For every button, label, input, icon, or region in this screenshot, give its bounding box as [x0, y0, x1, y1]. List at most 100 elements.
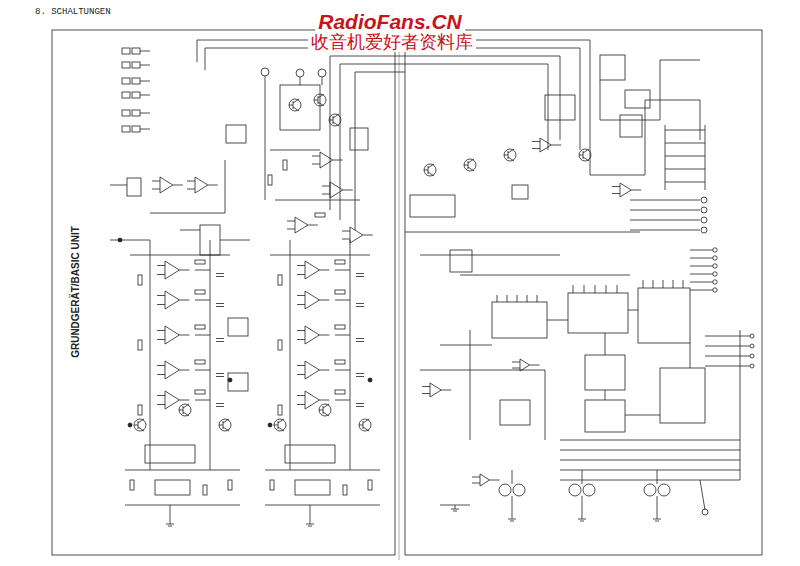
terminal-circle [713, 280, 717, 284]
wire [323, 412, 329, 416]
transistor-symbol [289, 99, 301, 111]
opamp-symbol [330, 182, 343, 198]
terminal-circle [750, 364, 754, 368]
wire [683, 280, 684, 288]
wire [665, 182, 705, 183]
wire [657, 496, 658, 515]
wire [532, 141, 540, 142]
switch-block [228, 318, 248, 336]
wire [464, 165, 468, 166]
wire [700, 480, 705, 510]
wire [140, 95, 150, 96]
transistor-symbol [319, 404, 331, 416]
resistor-symbol [278, 405, 282, 415]
wire [665, 125, 666, 190]
connector-pin [122, 78, 130, 84]
wire [216, 306, 224, 307]
ic-package [410, 195, 455, 217]
wire [265, 76, 266, 200]
opamp-symbol [195, 177, 208, 193]
wire [173, 185, 183, 186]
wire [319, 370, 329, 371]
wire [606, 285, 607, 293]
wire [584, 285, 585, 293]
wire [179, 400, 189, 401]
opamp-symbol [305, 291, 319, 309]
resistor-symbol [335, 290, 345, 294]
wire [451, 509, 459, 510]
wire [342, 239, 350, 240]
wire [125, 470, 240, 471]
wire [297, 304, 305, 305]
wire [578, 519, 586, 520]
ic-package [660, 368, 705, 423]
wire [297, 274, 305, 275]
resistor-symbol [278, 275, 282, 285]
wire [673, 280, 674, 288]
resistor-symbol [138, 405, 142, 415]
wire [333, 160, 343, 161]
transistor-symbol [579, 149, 591, 161]
wire [422, 386, 430, 387]
left-frame [52, 30, 395, 555]
wire [289, 105, 293, 106]
resistor-symbol [195, 290, 205, 294]
wire [322, 186, 330, 187]
wire [653, 519, 661, 520]
opamp-symbol [165, 391, 179, 409]
wire [705, 346, 750, 347]
resistor-symbol [228, 480, 232, 490]
wire [625, 415, 660, 416]
trimmer-block [155, 480, 190, 495]
wire [497, 295, 498, 302]
resistor-symbol [268, 175, 272, 185]
wire [560, 470, 740, 471]
wire [532, 148, 540, 149]
resistor-symbol [368, 480, 372, 490]
ic-package [512, 185, 528, 199]
wire [582, 470, 583, 484]
wire [168, 526, 172, 527]
wire [508, 157, 514, 161]
gate-symbol [499, 484, 511, 496]
ic-package [545, 95, 575, 120]
wire [665, 156, 705, 157]
connector-pin [122, 92, 130, 98]
wire [690, 282, 713, 283]
resistor-symbol [335, 325, 345, 329]
wire [340, 64, 548, 220]
resistor-symbol [343, 485, 347, 495]
transistor-symbol [424, 164, 436, 176]
terminal-circle [750, 334, 754, 338]
wire [265, 470, 380, 471]
wire [605, 390, 606, 400]
wire [663, 280, 664, 288]
gate-symbol [644, 484, 656, 496]
wire [510, 521, 514, 522]
wire [342, 231, 350, 232]
wire [468, 167, 474, 171]
wire [356, 406, 364, 407]
terminal-circle [750, 354, 754, 358]
wire [363, 427, 369, 431]
wire [152, 189, 160, 190]
opamp-symbol [520, 359, 530, 371]
right-frame [405, 30, 762, 555]
terminal-circle [701, 227, 707, 233]
wire [180, 230, 200, 231]
ic-package [568, 293, 628, 333]
switch-block [226, 125, 246, 143]
wire [297, 339, 305, 340]
wire [420, 370, 545, 371]
wire [216, 273, 224, 274]
gate-symbol [658, 484, 670, 496]
wire [537, 295, 538, 302]
wire [319, 410, 323, 411]
resistor-symbol [278, 340, 282, 350]
wire [300, 77, 301, 85]
wire [223, 427, 229, 431]
wire [440, 345, 492, 346]
wire [705, 366, 750, 367]
wire [216, 376, 224, 377]
